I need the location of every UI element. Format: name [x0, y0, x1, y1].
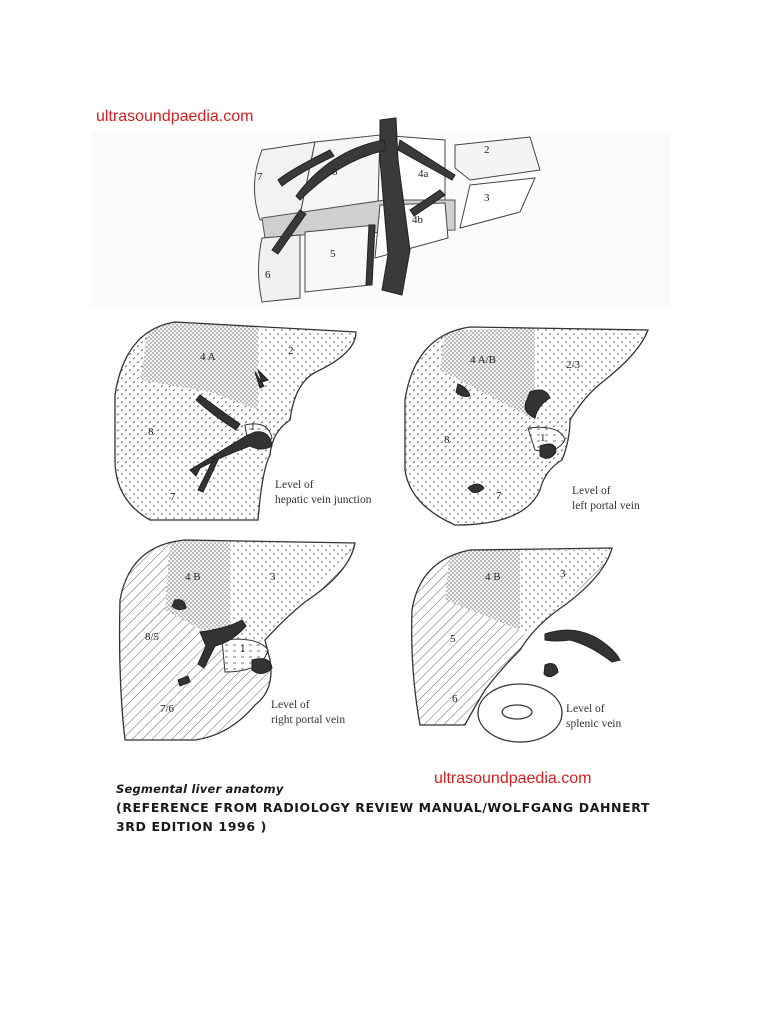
panel-right-portal-vein: 4 B 3 8/5 1 7/6 Level of right portal ve… — [118, 539, 356, 741]
p3-label-1: 1 — [240, 643, 246, 655]
watermark-bottom: ultrasoundpaedia.com — [434, 770, 592, 787]
top-label-3: 3 — [484, 192, 490, 204]
segment-5-region — [304, 224, 376, 293]
top-label-2: 2 — [484, 144, 490, 156]
p4-label-5: 5 — [450, 633, 456, 645]
p4-label-3: 3 — [560, 568, 566, 580]
panel-hepatic-vein-junction: 4 A 2 8 1 7 Level of hepatic vein juncti… — [114, 321, 372, 521]
top-label-4a: 4a — [418, 168, 429, 180]
p1-label-1: 1 — [250, 421, 256, 433]
top-label-6: 6 — [265, 269, 271, 281]
p2-label-1: 1 — [540, 432, 546, 444]
reference-caption: Segmental liver anatomy (REFERENCE FROM … — [116, 782, 650, 834]
segment-2-region — [454, 136, 541, 181]
aorta-ring — [477, 683, 563, 743]
p3-caption-line1: Level of — [271, 699, 310, 711]
p2-label-7: 7 — [496, 490, 502, 502]
top-label-4b: 4b — [412, 214, 424, 226]
caption-reference-line2: 3RD EDITION 1996 ) — [116, 819, 267, 834]
p2-label-4ab: 4 A/B — [470, 354, 496, 366]
panel2-vessels — [455, 383, 557, 493]
segment-6-region — [258, 234, 301, 303]
p2-label-23: 2/3 — [566, 359, 581, 371]
top-label-5: 5 — [330, 248, 336, 260]
p1-label-7: 7 — [170, 491, 176, 503]
p4-caption-line2: splenic vein — [566, 718, 621, 730]
top-label-7: 7 — [257, 171, 263, 183]
p3-label-3: 3 — [270, 571, 276, 583]
p3-label-85: 8/5 — [145, 631, 160, 643]
p2-caption-line2: left portal vein — [572, 500, 640, 512]
p1-label-4a: 4 A — [200, 351, 216, 363]
p1-label-2: 2 — [288, 345, 294, 357]
p1-caption-line2: hepatic vein junction — [275, 494, 372, 506]
p3-label-76: 7/6 — [160, 703, 175, 715]
p4-label-6: 6 — [452, 693, 458, 705]
p3-caption-line2: right portal vein — [271, 714, 345, 726]
p2-caption-line1: Level of — [572, 485, 611, 497]
top-liver-diagram: 2 7 8 4a 3 4b 5 6 — [92, 117, 670, 307]
p4-label-4b: 4 B — [485, 571, 501, 583]
top-label-8: 8 — [332, 166, 338, 178]
segment-3-region — [459, 177, 536, 229]
panel1-vessels — [189, 369, 273, 493]
caption-reference-line1: (REFERENCE FROM RADIOLOGY REVIEW MANUAL/… — [116, 800, 651, 815]
panel4-vessels — [543, 629, 621, 678]
p1-label-8: 8 — [148, 426, 154, 438]
p2-label-8: 8 — [444, 434, 450, 446]
panel-left-portal-vein: 4 A/B 2/3 8 1 7 Level of left portal vei… — [404, 326, 649, 526]
panel-splenic-vein: 4 B 3 5 6 Level of splenic vein — [411, 547, 621, 743]
watermark-top: ultrasoundpaedia.com — [96, 108, 254, 125]
caption-title: Segmental liver anatomy — [116, 782, 284, 796]
p1-caption-line1: Level of — [275, 479, 314, 491]
p3-label-4b: 4 B — [185, 571, 201, 583]
vessels — [271, 117, 456, 296]
p4-caption-line1: Level of — [566, 703, 605, 715]
panel3-vessels — [171, 599, 273, 687]
